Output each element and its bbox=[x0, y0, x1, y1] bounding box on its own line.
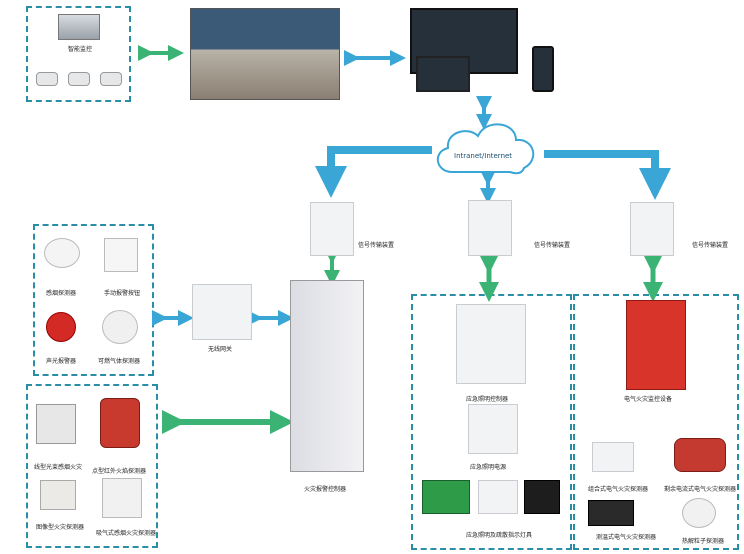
signal-label-3: 信号传输装置 bbox=[692, 242, 729, 249]
wireless-gateway-label: 无线网关 bbox=[208, 346, 233, 353]
sound-light-label: 声光报警器 bbox=[46, 358, 77, 365]
combo-detector-label: 组合式电气火灾探测器 bbox=[588, 486, 649, 493]
electrical-monitor-cabinet bbox=[626, 300, 686, 390]
gas-label: 可燃气体探测器 bbox=[98, 358, 141, 365]
exit-sign bbox=[422, 480, 470, 514]
emergency-controller-label: 应急照明控制器 bbox=[466, 396, 509, 403]
thermal-label: 热解粒子探测器 bbox=[682, 538, 725, 545]
direction-sign bbox=[524, 480, 560, 514]
emergency-controller bbox=[456, 304, 526, 384]
sensor-group-top bbox=[33, 224, 154, 376]
camera-icon-2 bbox=[68, 72, 90, 86]
infrared-flame-detector bbox=[100, 398, 140, 448]
image-fire-label: 图像型火灾探测器 bbox=[36, 524, 85, 531]
residual-current-detector bbox=[674, 438, 726, 472]
fire-controller-label: 火灾报警控制器 bbox=[304, 486, 347, 493]
emergency-power bbox=[468, 404, 518, 454]
combo-detector bbox=[592, 442, 634, 472]
cctv-group bbox=[26, 6, 131, 102]
gas-detector bbox=[102, 310, 138, 344]
signal-device-3 bbox=[630, 202, 674, 256]
camera-icon-1 bbox=[36, 72, 58, 86]
network-label: Intranet/Internet bbox=[454, 152, 513, 160]
camera-icon-3 bbox=[100, 72, 122, 86]
temp-detector bbox=[588, 500, 634, 526]
sound-light-alarm bbox=[46, 312, 76, 342]
cctv-label: 智能监控 bbox=[67, 46, 92, 53]
beam-smoke-detector bbox=[36, 404, 76, 444]
manual-alarm-label: 手动报警按钮 bbox=[104, 290, 141, 297]
electrical-monitor-label: 电气火灾监控设备 bbox=[624, 396, 673, 403]
cloud-shape bbox=[437, 123, 535, 175]
thermal-particle-detector bbox=[682, 498, 716, 528]
phone-screen bbox=[532, 46, 554, 92]
arrow-cloud-signal3 bbox=[544, 150, 671, 200]
air-sampling-detector bbox=[102, 478, 142, 518]
arrow-cloud-signal1 bbox=[315, 146, 432, 198]
exit-lights-label: 应急照明及疏散指示灯具 bbox=[466, 532, 533, 539]
control-room-photo bbox=[190, 8, 340, 100]
residual-current-label: 剩余电流式电气火灾探测器 bbox=[664, 486, 737, 493]
signal-label-2: 信号传输装置 bbox=[534, 242, 571, 249]
wireless-gateway bbox=[192, 284, 252, 340]
infrared-flame-label: 点型红外火焰探测器 bbox=[92, 468, 147, 475]
smoke-detector bbox=[44, 238, 80, 268]
manual-alarm-button bbox=[104, 238, 138, 272]
signal-device-1 bbox=[310, 202, 354, 256]
emergency-power-label: 应急照明电源 bbox=[470, 464, 507, 471]
fire-controller-cabinet bbox=[290, 280, 364, 472]
beam-smoke-label: 线型光束感烟火灾 bbox=[34, 464, 83, 471]
temp-detector-label: 测温式电气火灾探测器 bbox=[596, 534, 657, 541]
image-fire-detector bbox=[40, 480, 76, 510]
smoke-label: 感烟探测器 bbox=[46, 290, 77, 297]
signal-label-1: 信号传输装置 bbox=[358, 242, 395, 249]
sensor-group-bottom bbox=[26, 384, 158, 548]
dual-lamp bbox=[478, 480, 518, 514]
nvr-device bbox=[58, 14, 100, 40]
laptop-screen bbox=[416, 56, 470, 92]
air-sampling-label: 吸气式感烟火灾探测器 bbox=[96, 530, 157, 537]
signal-device-2 bbox=[468, 200, 512, 256]
